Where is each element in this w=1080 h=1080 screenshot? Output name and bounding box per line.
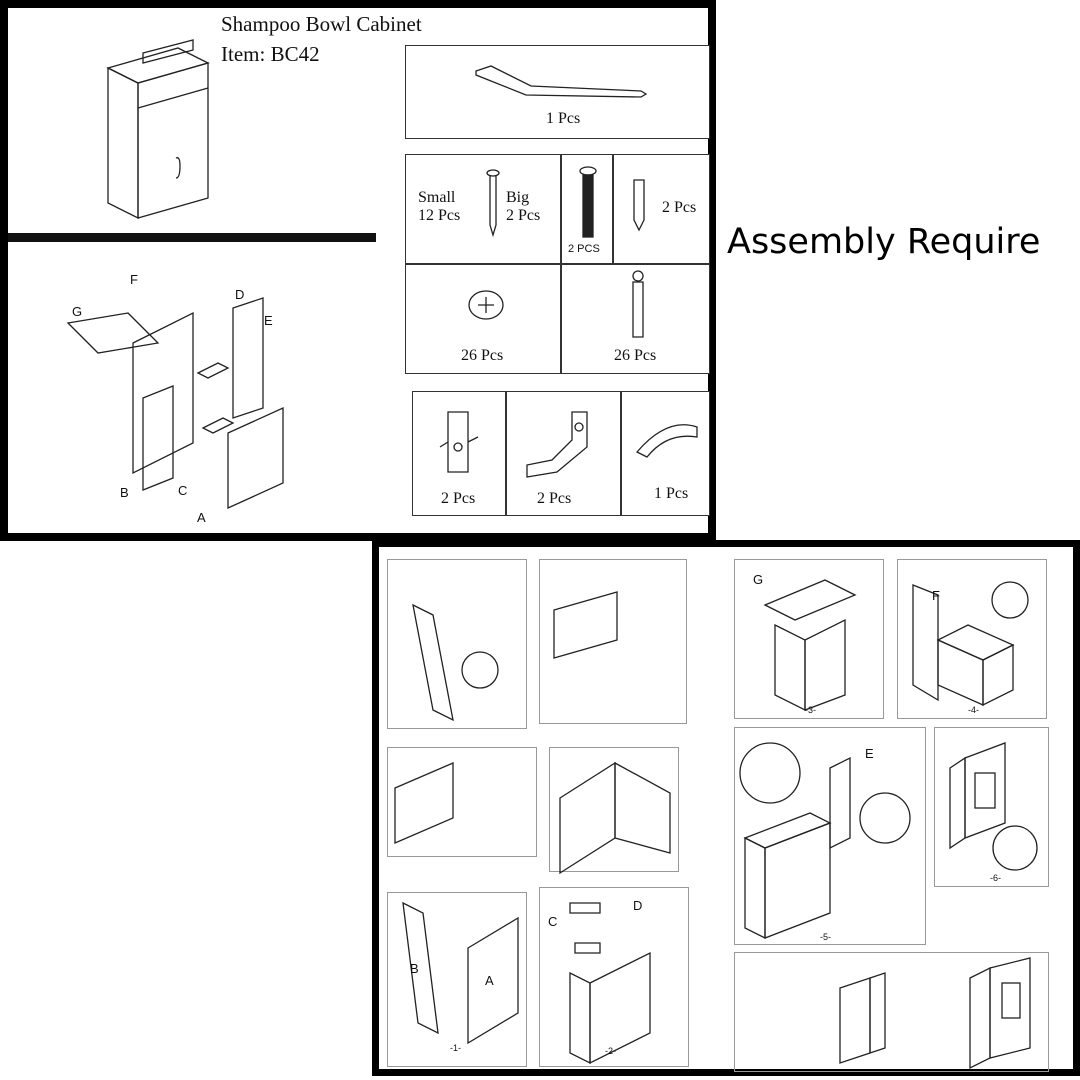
hardware-long-screw: 2 PCS [561, 154, 613, 264]
hardware-handle: 1 Pcs [621, 391, 710, 516]
letter-f: F [130, 272, 138, 287]
sheet-title: Shampoo Bowl Cabinet [221, 12, 422, 36]
step-3-panel: G -3- [734, 559, 884, 719]
parts-sheet: Shampoo Bowl Cabinet Item: BC42 G F D E … [0, 0, 716, 541]
overlay-title: Assembly Require [727, 222, 1041, 262]
cam-bolt-icon [632, 270, 644, 338]
step-5-panel: E -5- [734, 727, 926, 945]
step-panel-pre-4 [549, 747, 679, 875]
letter-b: B [120, 485, 129, 500]
step-1-panel: B A -1- [387, 892, 527, 1067]
screw-icon [486, 169, 500, 238]
hinge-icon [526, 411, 588, 478]
step-2-panel: C D -2- [539, 887, 689, 1067]
hardware-screws: Small 12 Pcs Big 2 Pcs [405, 154, 561, 264]
step-panel-pre-3 [387, 747, 537, 857]
cabinet-illustration [106, 39, 210, 220]
hardware-bracket: 2 Pcs [412, 391, 506, 516]
step-panel-pre-2 [539, 559, 687, 724]
step-4-panel: F -4- [897, 559, 1047, 719]
steps-sheet: B A -1- C D -2- G -3- F -4- E -5- -6- [372, 540, 1080, 1076]
step-6-panel: -6- [934, 727, 1049, 887]
hardware-hinge: 2 Pcs [506, 391, 621, 516]
letter-a: A [197, 510, 206, 525]
exploded-panels-diagram [66, 297, 284, 510]
allen-key-icon [475, 65, 648, 98]
sheet-item: Item: BC42 [221, 42, 320, 66]
letter-c: C [178, 483, 188, 498]
step-panel-pre-1 [387, 559, 527, 729]
letter-g: G [72, 304, 83, 319]
long-screw-icon [579, 166, 597, 238]
hardware-anchor: 2 Pcs [613, 154, 710, 264]
divider [8, 233, 376, 242]
bracket-icon [439, 411, 479, 473]
hardware-cam-lock: 26 Pcs [405, 264, 561, 374]
final-assembly-panel [734, 952, 1049, 1072]
cam-lock-icon [468, 290, 504, 320]
hardware-cam-bolt: 26 Pcs [561, 264, 710, 374]
wall-anchor-icon [633, 179, 645, 232]
handle-icon [635, 424, 698, 458]
letter-e: E [264, 313, 273, 328]
letter-d: D [235, 287, 245, 302]
hardware-allen-key: 1 Pcs [405, 45, 710, 139]
finished-cabinet [839, 957, 1031, 1070]
